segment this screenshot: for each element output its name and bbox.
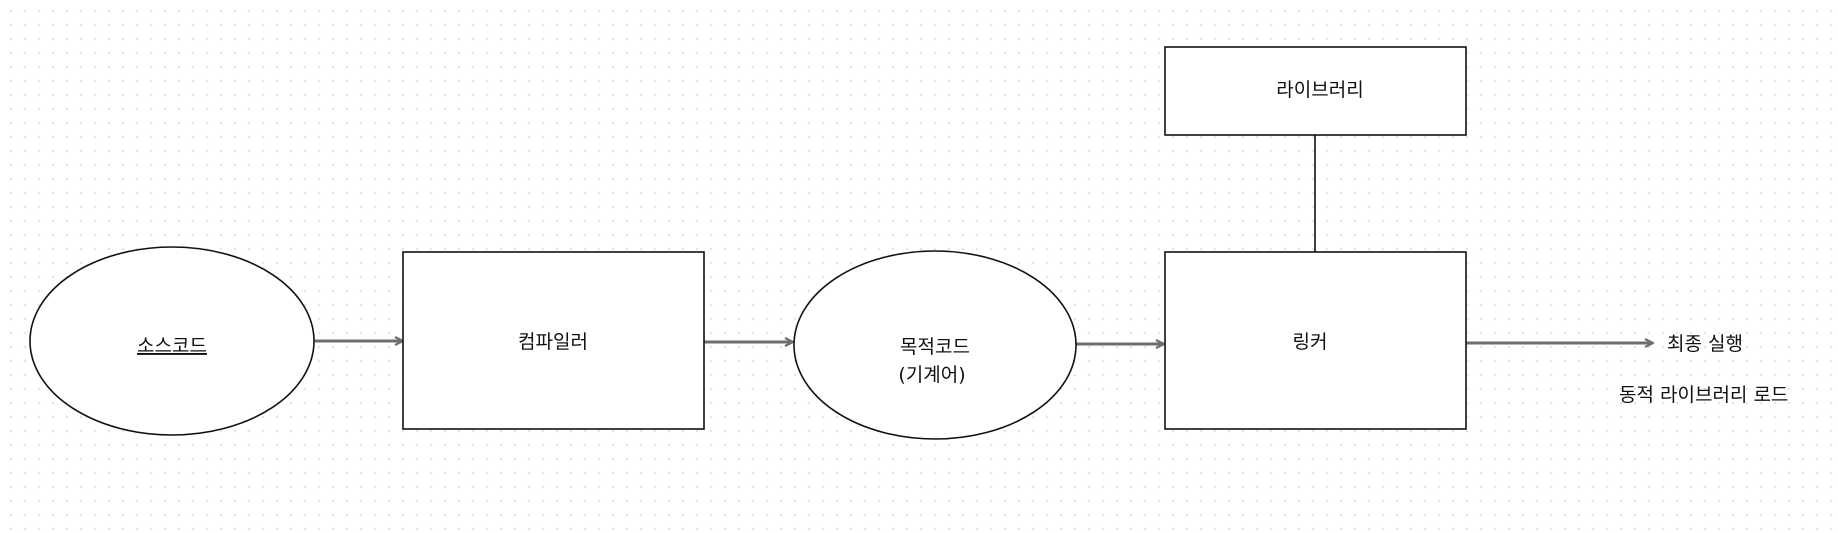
object-code-label-line1: 목적코드 [900, 336, 970, 358]
source-code-label: 소스코드 [137, 335, 207, 357]
library-node [1164, 46, 1467, 136]
linker-node [1164, 251, 1467, 430]
library-label: 라이브러리 [1276, 79, 1363, 101]
source-code-node [29, 246, 315, 436]
linker-label: 링커 [1293, 331, 1328, 353]
object-code-label-line2: (기계어) [898, 364, 965, 386]
final-execution-label: 최종 실행 [1667, 333, 1743, 355]
object-code-node [793, 250, 1077, 440]
compiler-node [402, 251, 705, 430]
dynamic-library-load-label: 동적 라이브러리 로드 [1619, 384, 1789, 406]
compiler-label: 컴파일러 [518, 331, 588, 353]
